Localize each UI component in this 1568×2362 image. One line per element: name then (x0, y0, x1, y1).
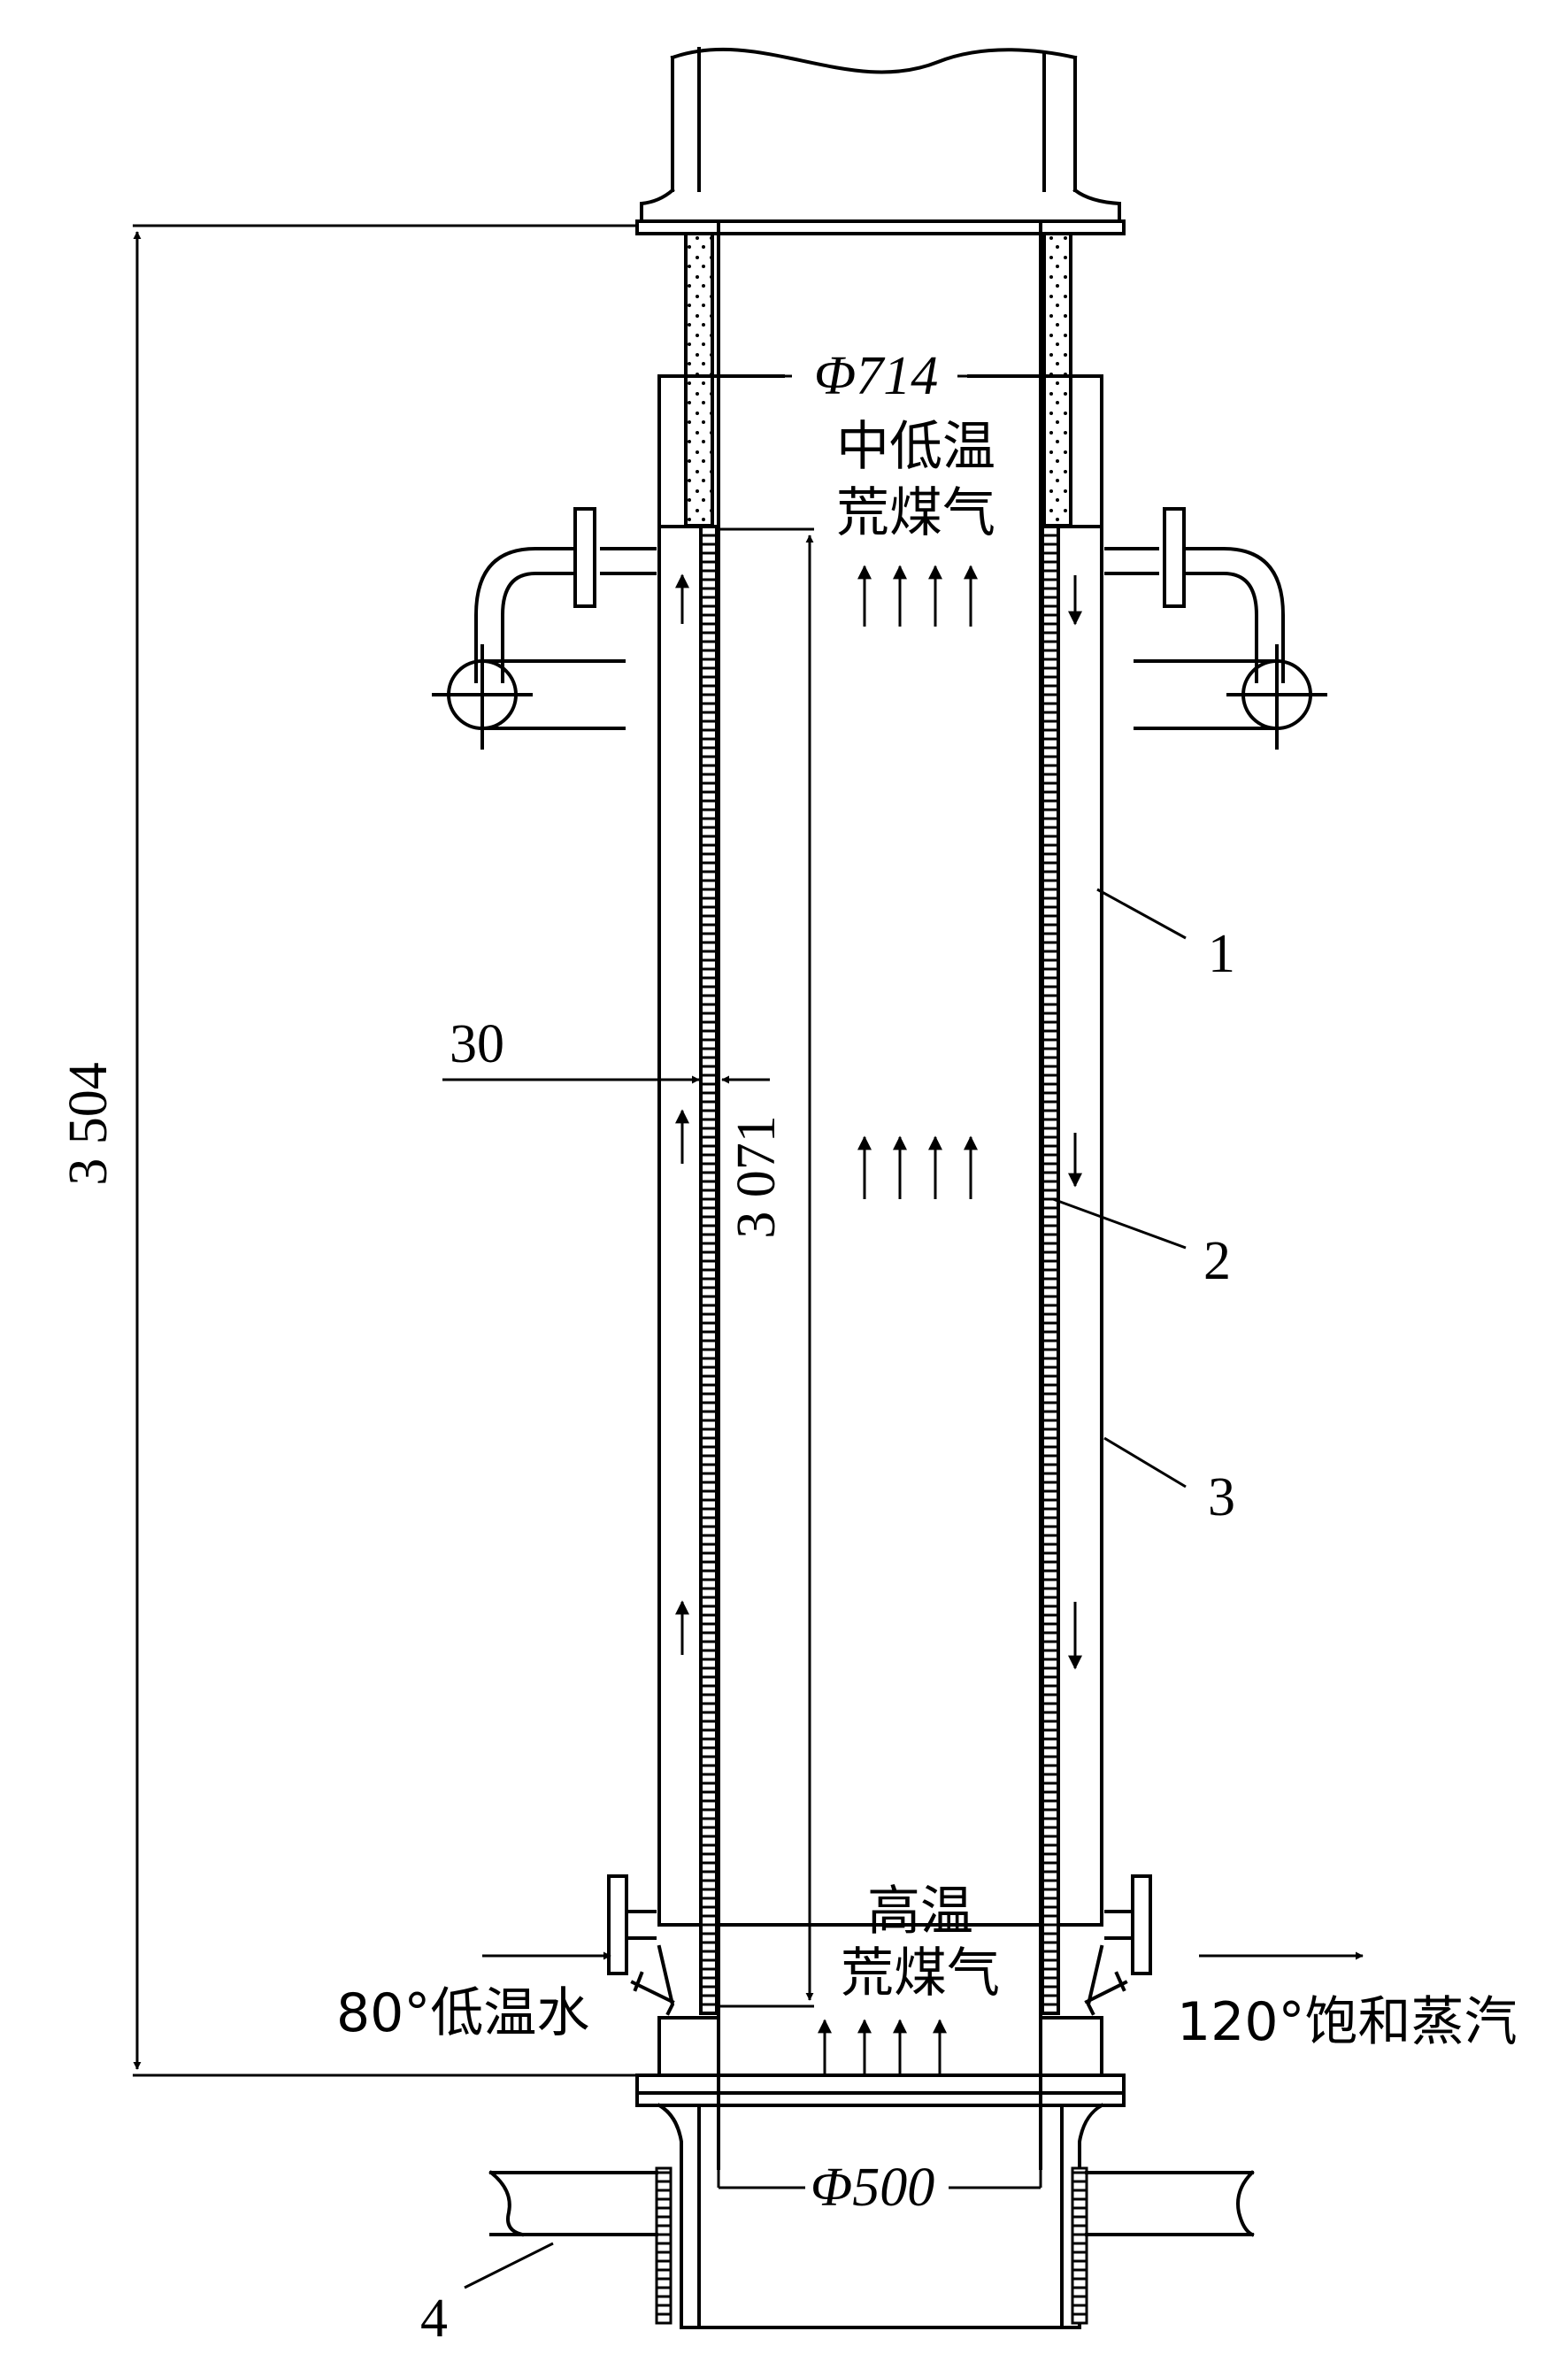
part-number-1: 1 (1208, 924, 1235, 984)
part-number-4: 4 (420, 2289, 448, 2349)
gas-inlet-label-line1: 高温 (867, 1881, 973, 1943)
part-number-2: 2 (1203, 1231, 1231, 1291)
leader-lines (464, 888, 1187, 2289)
upper-pipe-left (432, 507, 657, 750)
horizontal-main-pipe (488, 2170, 1255, 2237)
upper-pipe-right (1104, 507, 1327, 750)
steam-outlet-label: 120°饱和蒸汽 (1177, 1991, 1518, 2053)
dimension-3504 (133, 224, 635, 2077)
gas-outlet-label-line2: 荒煤气 (836, 482, 995, 544)
lower-nozzle-left (607, 1874, 675, 2077)
lower-nozzle-right (1084, 1874, 1152, 2077)
flange-icon (607, 1874, 628, 1975)
flange-icon (573, 507, 596, 608)
dia-top-label: Φ714 (814, 346, 938, 406)
dim-inner-height-label: 3 071 (726, 1115, 787, 1239)
dia-bottom-label: Φ500 (811, 2158, 934, 2218)
outer-shell (657, 374, 1103, 1927)
dimension-500 (717, 2168, 1042, 2189)
flow-arrows-water (675, 573, 1082, 1670)
flow-arrows-gas (818, 565, 978, 2075)
part-number-3: 3 (1208, 1467, 1235, 1527)
water-inlet-label: 80°低温水 (336, 1982, 589, 2044)
gas-inlet-label-line2: 荒煤气 (841, 1943, 1000, 2004)
valve-icon (1084, 1971, 1128, 2004)
dim-total-height-label: 3 504 (58, 1062, 119, 1186)
dimension-3071 (719, 527, 814, 2008)
bottom-flange (635, 2016, 1126, 2329)
flange-icon (1131, 1874, 1152, 1975)
valve-icon (630, 1971, 675, 2004)
inner-tube (657, 219, 1103, 2170)
flange-icon (1163, 507, 1186, 608)
dim-thickness-label: 30 (450, 1014, 504, 1074)
upper-pipe (635, 47, 1126, 235)
gas-outlet-label-line1: 中低温 (836, 416, 995, 478)
